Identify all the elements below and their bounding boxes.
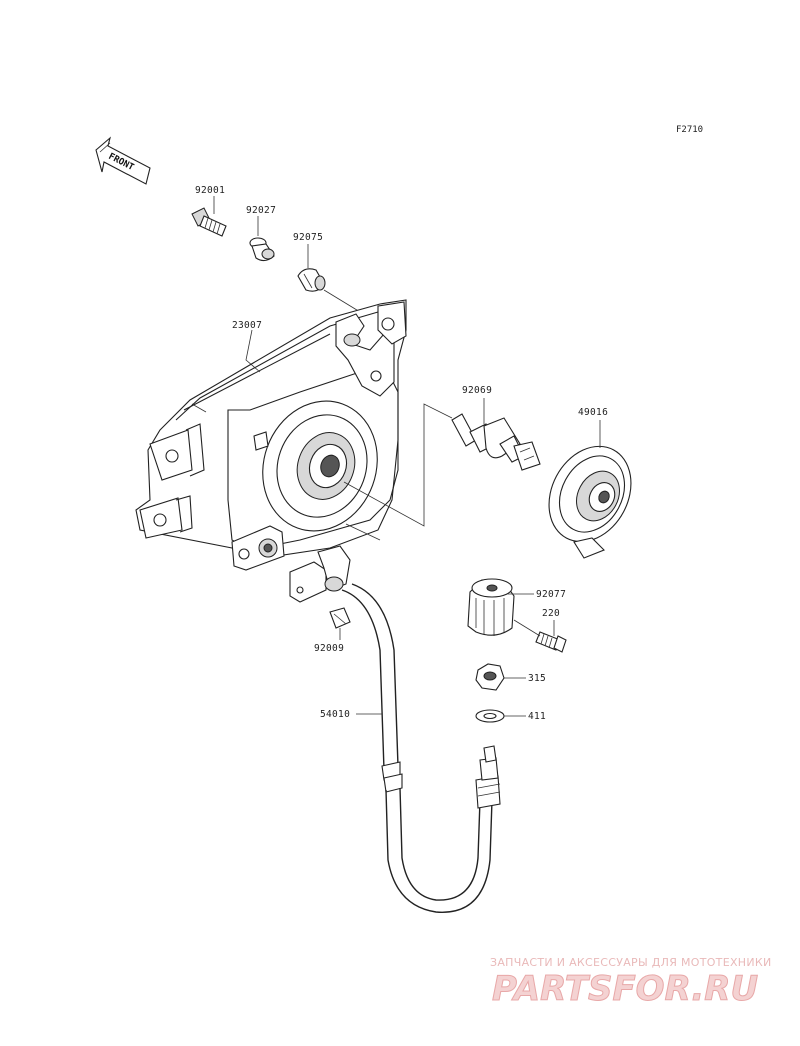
watermark-logo: PARTSFOR.RU (492, 969, 758, 1009)
bulb-92069-icon (451, 413, 541, 471)
label-411: 411 (528, 711, 546, 722)
figure-code: F2710 (676, 125, 703, 135)
washer-411-icon (475, 709, 505, 723)
socket-cover-49016-icon (548, 445, 632, 559)
knob-92077-icon (467, 578, 515, 636)
screw-92009-icon (329, 607, 351, 629)
label-92077: 92077 (536, 589, 566, 600)
leader-23007 (245, 329, 261, 373)
grommet-92075-icon (297, 268, 326, 292)
housing-detail-line (345, 523, 381, 541)
label-54010: 54010 (320, 709, 350, 720)
collar-92027-icon (249, 237, 275, 262)
screw-92001-icon (191, 207, 227, 237)
cable-clamp-icon (289, 545, 351, 603)
front-arrow-icon: FRONT (95, 136, 151, 185)
cable-54010-icon (341, 583, 501, 913)
label-92027: 92027 (246, 205, 276, 216)
leader-220-knob (513, 619, 541, 637)
label-315: 315 (528, 673, 546, 684)
label-49016: 49016 (578, 407, 608, 418)
headlamp-housing-23007-icon (135, 299, 407, 571)
nut-315-icon (475, 663, 505, 691)
label-92069: 92069 (462, 385, 492, 396)
label-92075: 92075 (293, 232, 323, 243)
label-220: 220 (542, 608, 560, 619)
bulb-projection-line (343, 403, 453, 527)
label-23007: 23007 (232, 320, 262, 331)
label-92001: 92001 (195, 185, 225, 196)
bolt-220-icon (535, 631, 567, 653)
label-92009: 92009 (314, 643, 344, 654)
watermark-tagline: ЗАПЧАСТИ И АКСЕССУАРЫ ДЛЯ МОТОТЕХНИКИ (490, 956, 772, 969)
